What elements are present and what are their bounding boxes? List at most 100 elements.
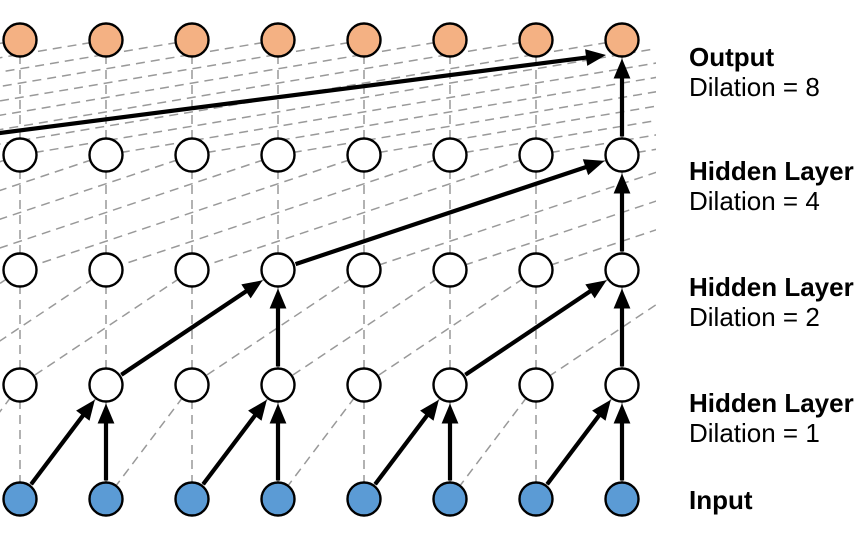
dashed-diagonal-b2-u1 — [0, 269, 107, 342]
node-hidden1-5 — [432, 367, 468, 403]
dashed-diagonal-b1-u1 — [0, 154, 107, 192]
node-output-6 — [518, 22, 554, 58]
label-output-title: Output — [689, 42, 775, 72]
node-hidden1-3 — [260, 367, 296, 403]
bold-connection-arrows — [0, 49, 631, 486]
node-hidden3-6 — [518, 137, 554, 173]
node-hidden2-4 — [346, 252, 382, 288]
node-input-0 — [2, 481, 38, 517]
node-output-2 — [174, 22, 210, 58]
arrow-hidden2-c3-to-hidden3-c7-head — [582, 159, 605, 176]
arrow-hidden1-c5-to-hidden2-c7-head — [585, 280, 607, 299]
node-hidden2-7 — [604, 252, 640, 288]
arrow-hidden3-c7-to-output-c7-head — [613, 58, 631, 79]
node-output-7 — [604, 22, 640, 58]
label-hidden2-title: Hidden Layer — [689, 272, 854, 302]
label-hidden1-title: Hidden Layer — [689, 388, 854, 418]
node-hidden1-1 — [88, 367, 124, 403]
label-hidden-layer-1: Hidden Layer Dilation = 1 — [689, 388, 854, 448]
node-hidden3-0 — [2, 137, 38, 173]
node-hidden3-2 — [174, 137, 210, 173]
node-hidden2-0 — [2, 252, 38, 288]
node-hidden1-2 — [174, 367, 210, 403]
dashed-diagonal-b0-l1 — [105, 62, 656, 156]
node-output-5 — [432, 22, 468, 58]
node-hidden1-4 — [346, 367, 382, 403]
node-hidden2-5 — [432, 252, 468, 288]
node-output-4 — [346, 22, 382, 58]
node-input-6 — [518, 481, 554, 517]
arrow-input-c4-to-hidden1-c5-head — [420, 399, 439, 421]
arrow-input-c2-to-hidden1-c3 — [201, 407, 262, 486]
node-hidden1-0 — [2, 367, 38, 403]
arrow-input-c6-to-hidden1-c7-head — [592, 399, 611, 421]
arrow-input-c0-to-hidden1-c1 — [29, 407, 90, 486]
arrow-hidden1-c1-to-hidden2-c3-head — [241, 280, 263, 299]
arrow-hidden1-c3-to-hidden2-c3-head — [269, 288, 287, 309]
label-input: Input — [689, 485, 753, 515]
dashed-diagonal-b0-l0 — [19, 47, 656, 156]
arrow-hidden1-c5-to-hidden2-c7 — [464, 284, 599, 377]
dashed-diagonal-b3-u2 — [105, 384, 193, 500]
dashed-diagonal-b0-u6 — [0, 39, 537, 131]
dashed-diagonal-b0-l2 — [191, 76, 656, 156]
arrow-input-c0-to-hidden1-c1-head — [76, 399, 95, 421]
label-input-title: Input — [689, 485, 753, 515]
dashed-diagonal-b1-u6 — [191, 154, 537, 271]
arrow-input-c6-to-hidden1-c7 — [545, 407, 606, 486]
label-hidden-layer-3: Hidden Layer Dilation = 4 — [689, 156, 854, 216]
dashed-diagonal-b1-u2 — [0, 154, 193, 220]
node-input-7 — [604, 481, 640, 517]
node-hidden1-6 — [518, 367, 554, 403]
dashed-diagonal-b2-l6 — [535, 303, 656, 386]
arrow-dilation8-offscreen-to-output-head — [585, 49, 606, 66]
node-input-5 — [432, 481, 468, 517]
node-hidden3-3 — [260, 137, 296, 173]
label-hidden3-dilation: Dilation = 4 — [689, 186, 820, 216]
arrow-input-c1-to-hidden1-c1-head — [97, 403, 115, 424]
node-hidden2-1 — [88, 252, 124, 288]
node-hidden3-1 — [88, 137, 124, 173]
dashed-diagonal-b2-u4 — [191, 269, 365, 386]
dashed-diagonal-b3-u4 — [277, 384, 365, 500]
arrow-input-c2-to-hidden1-c3-head — [248, 399, 267, 421]
node-input-2 — [174, 481, 210, 517]
dashed-diagonal-b2-u2 — [19, 269, 193, 386]
node-hidden1-7 — [604, 367, 640, 403]
dashed-diagonal-b1-u5 — [105, 154, 451, 271]
node-input-1 — [88, 481, 124, 517]
arrow-hidden1-c1-to-hidden2-c3 — [120, 284, 255, 377]
nodes — [2, 22, 640, 517]
dashed-diagonal-b2-u5 — [277, 269, 451, 386]
dashed-diagonal-b3-u0 — [0, 384, 21, 413]
label-hidden3-title: Hidden Layer — [689, 156, 854, 186]
dashed-diagonal-b1-l6 — [535, 229, 656, 271]
label-output-dilation: Dilation = 8 — [689, 72, 820, 102]
dashed-diagonal-b3-u6 — [449, 384, 537, 500]
dashed-diagonal-b0-u4 — [0, 39, 365, 102]
dashed-diagonal-b0-u5 — [0, 39, 451, 116]
node-hidden3-4 — [346, 137, 382, 173]
dashed-diagonal-b1-l4 — [363, 171, 656, 271]
arrow-dilation8-offscreen-to-output — [0, 54, 596, 136]
label-hidden2-dilation: Dilation = 2 — [689, 302, 820, 332]
arrow-input-c3-to-hidden1-c3-head — [269, 403, 287, 424]
label-output: Output Dilation = 8 — [689, 42, 820, 102]
node-output-3 — [260, 22, 296, 58]
arrow-input-c7-to-hidden1-c7-head — [613, 403, 631, 424]
dashed-diagonal-b1-u4 — [19, 154, 365, 271]
node-hidden3-5 — [432, 137, 468, 173]
dashed-diagonal-b0-u2 — [0, 39, 193, 73]
arrow-hidden1-c7-to-hidden2-c7-head — [613, 288, 631, 309]
node-input-3 — [260, 481, 296, 517]
label-hidden1-dilation: Dilation = 1 — [689, 418, 820, 448]
node-hidden3-7 — [604, 137, 640, 173]
node-output-1 — [88, 22, 124, 58]
label-hidden-layer-2: Hidden Layer Dilation = 2 — [689, 272, 854, 332]
dashed-diagonal-b2-u6 — [363, 269, 537, 386]
node-hidden2-6 — [518, 252, 554, 288]
node-input-4 — [346, 481, 382, 517]
node-hidden2-2 — [174, 252, 210, 288]
arrow-input-c4-to-hidden1-c5 — [373, 407, 434, 486]
arrow-hidden2-c3-to-hidden3-c7 — [294, 162, 595, 267]
